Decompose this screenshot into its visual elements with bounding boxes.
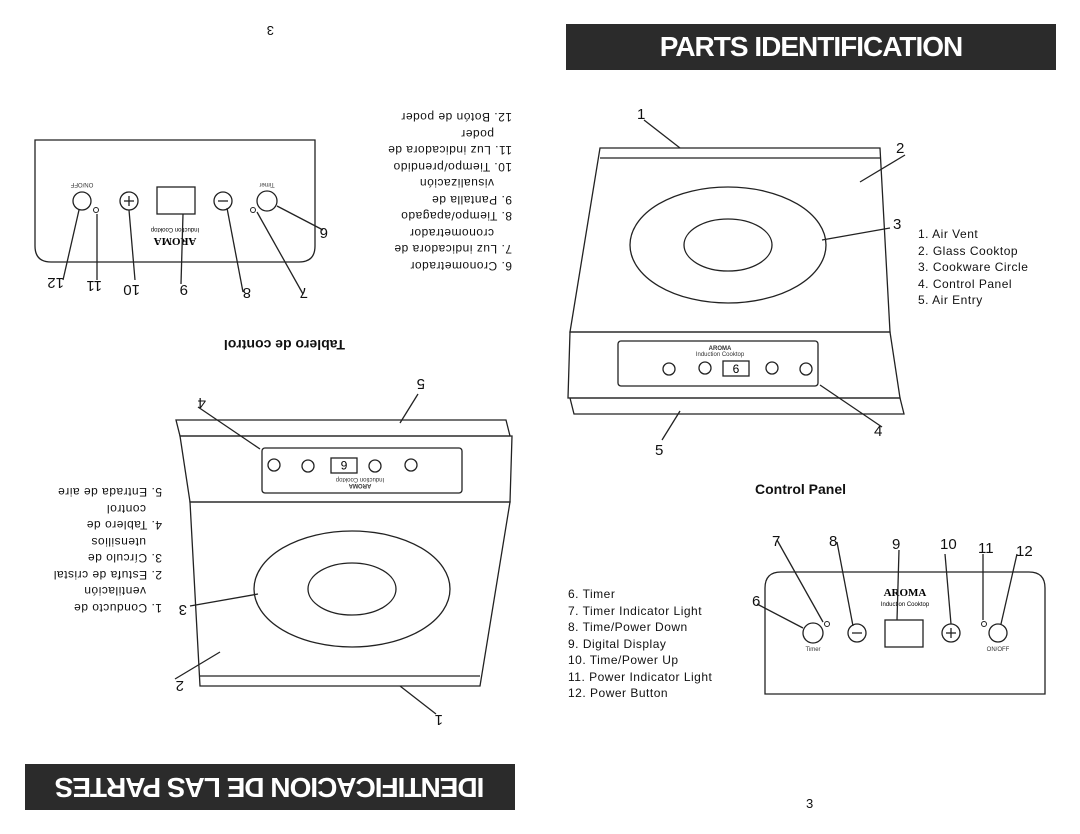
control-panel-title: Control Panel	[755, 481, 847, 497]
panel-parts-item: 12. Botón de poder	[400, 110, 512, 125]
panel-callout-9-es: 9	[179, 281, 188, 298]
panel-parts-item: 7. Luz indicadora de	[393, 242, 512, 257]
parts-identification-banner: PARTS IDENTIFICATION	[566, 24, 1056, 70]
parts-list-item: 3. Círculo de	[87, 551, 162, 566]
svg-text:Induction Cooktop: Induction Cooktop	[335, 476, 384, 482]
panel-callout-6-es: 6	[319, 224, 328, 241]
cooktop-illustration-es: AROMA Induction Cooktop 6	[174, 393, 513, 715]
parts-list: 1. Air Vent 2. Glass Cooktop 3. Cookware…	[918, 226, 1028, 309]
panel-parts-item: 11. Power Indicator Light	[568, 669, 713, 684]
control-panel-closeup-es: AROMA Induction Cooktop Timer ON/OFF	[34, 139, 324, 295]
parts-list-item: 2. Glass Cooktop	[918, 243, 1019, 258]
svg-text:AROMA: AROMA	[709, 346, 732, 352]
panel-parts-item: cronometrador	[409, 226, 494, 240]
svg-text:Induction Cooktop: Induction Cooktop	[696, 352, 745, 358]
panel-parts-item: 6. Cronometrador	[409, 259, 512, 273]
parts-list-item: 1. Air Vent	[918, 227, 979, 241]
panel-parts-item: 12. Power Button	[568, 686, 669, 700]
banner-title: PARTS IDENTIFICATION	[659, 31, 964, 62]
svg-text:AROMA: AROMA	[154, 235, 197, 247]
callout-5: 5	[655, 442, 664, 459]
panel-parts-item: 9. Pantalla de	[431, 193, 512, 207]
panel-parts-item: 10. Time/Power Up	[568, 653, 679, 667]
page-number: 3	[806, 796, 814, 811]
parts-list-item: 1. Conducto de	[73, 601, 162, 615]
panel-parts-list: 6. Timer 7. Timer Indicator Light 8. Tim…	[568, 586, 712, 702]
panel-callout-11: 11	[978, 540, 994, 557]
panel-parts-item: 6. Timer	[568, 587, 616, 601]
parts-list-item: utensilios	[90, 535, 146, 549]
panel-parts-item: visualización	[419, 176, 494, 191]
svg-text:Timer: Timer	[805, 647, 820, 653]
callout-1: 1	[637, 106, 646, 123]
parts-list-item: 5. Entrada de aire	[57, 485, 162, 500]
control-panel-closeup: AROMA Induction Cooktop Timer ON/OFF	[756, 539, 1046, 695]
parts-list-es: 1. Conducto de ventilación 2. Estufa de …	[53, 484, 162, 616]
panel-parts-item: poder	[460, 127, 494, 141]
panel-callout-12-es: 12	[47, 274, 64, 291]
svg-text:AROMA: AROMA	[348, 482, 371, 488]
callout-2: 2	[896, 140, 905, 157]
panel-parts-item: 7. Timer Indicator Light	[568, 603, 703, 618]
panel-parts-item: 8. Time/Power Down	[568, 620, 688, 634]
callout-3-es: 3	[178, 601, 187, 618]
panel-callout-12: 12	[1016, 543, 1033, 560]
panel-parts-list-es: 6. Cronometrador 7. Luz indicadora de cr…	[388, 109, 512, 274]
svg-text:6: 6	[340, 458, 347, 472]
callout-2-es: 2	[175, 677, 184, 694]
panel-callout-8: 8	[829, 533, 838, 550]
svg-text:ON/OFF: ON/OFF	[987, 647, 1010, 653]
left-page: IDENTIFICACION DE LAS PARTES AROMA Induc…	[25, 23, 515, 810]
identificacion-banner: IDENTIFICACION DE LAS PARTES	[25, 764, 515, 810]
page-number-es: 3	[266, 23, 274, 38]
panel-parts-item: 8. Tiempo/apagado	[400, 209, 512, 224]
parts-list-item: control	[106, 502, 146, 516]
panel-parts-item: 10. Tiempo/prendido	[393, 160, 512, 174]
svg-text:Timer: Timer	[259, 181, 274, 187]
panel-parts-item: 11. Luz indicadora de	[387, 143, 512, 158]
panel-callout-10-es: 10	[123, 281, 140, 298]
svg-text:Induction Cooktop: Induction Cooktop	[881, 602, 930, 608]
panel-parts-item: 9. Digital Display	[568, 636, 667, 651]
panel-callout-8-es: 8	[242, 284, 251, 301]
parts-list-item: 4. Tablero de	[86, 518, 162, 533]
parts-list-item: 4. Control Panel	[918, 276, 1013, 291]
panel-callout-6: 6	[752, 593, 761, 610]
banner-title-es: IDENTIFICACION DE LAS PARTES	[55, 772, 485, 803]
callout-3: 3	[893, 216, 902, 233]
svg-text:AROMA: AROMA	[884, 587, 927, 599]
parts-list-item: 5. Air Entry	[918, 293, 983, 307]
callout-5-es: 5	[416, 375, 425, 392]
callout-4: 4	[874, 423, 883, 440]
svg-text:ON/OFF: ON/OFF	[70, 181, 93, 187]
panel-callout-10: 10	[940, 536, 957, 553]
cooktop-illustration: AROMA Induction Cooktop 6	[567, 119, 906, 441]
callout-4-es: 4	[197, 394, 206, 411]
panel-callout-11-es: 11	[86, 277, 102, 294]
parts-list-item: ventilación	[83, 584, 146, 599]
svg-text:6: 6	[733, 362, 740, 376]
parts-list-item: 3. Cookware Circle	[918, 260, 1029, 274]
panel-callout-7: 7	[772, 533, 781, 550]
callout-1-es: 1	[434, 711, 443, 728]
parts-list-item: 2. Estufa de cristal	[53, 568, 162, 582]
panel-callout-9: 9	[892, 536, 901, 553]
svg-text:Induction Cooktop: Induction Cooktop	[150, 226, 199, 232]
panel-callout-7-es: 7	[299, 284, 308, 301]
control-panel-title-es: Tablero de control	[223, 337, 345, 353]
